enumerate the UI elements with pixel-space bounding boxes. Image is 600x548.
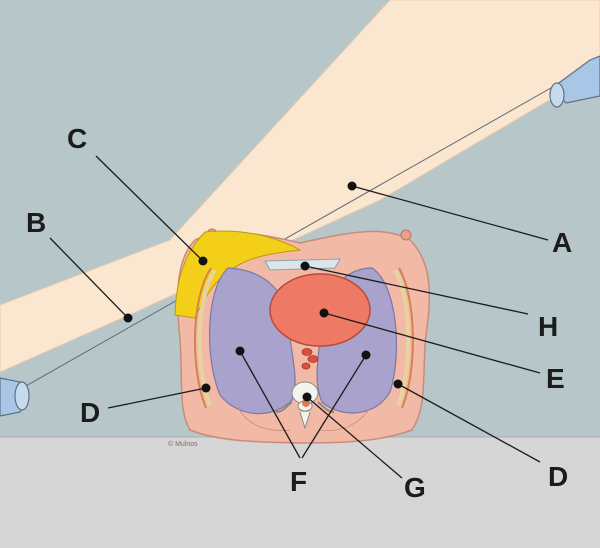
credit-text: © Mulnos [168, 440, 198, 448]
dot-d-left [202, 384, 211, 393]
heart [270, 274, 370, 346]
dot-c [199, 257, 208, 266]
dot-e [320, 309, 329, 318]
dot-a [348, 182, 357, 191]
label-d-left: D [80, 397, 100, 428]
dot-f-left [236, 347, 245, 356]
dot-b [124, 314, 133, 323]
label-f: F [290, 466, 307, 497]
label-h: H [538, 311, 558, 342]
label-b: B [26, 207, 46, 238]
label-g: G [404, 472, 426, 503]
label-e: E [546, 363, 565, 394]
label-d-right: D [548, 461, 568, 492]
label-c: C [67, 123, 87, 154]
label-a: A [552, 227, 572, 258]
thorax-cross-section [175, 229, 429, 443]
dot-g [303, 393, 312, 402]
dot-f-right [362, 351, 371, 360]
dot-d-right [394, 380, 403, 389]
nipple-right [401, 230, 411, 240]
dot-h [301, 262, 310, 271]
